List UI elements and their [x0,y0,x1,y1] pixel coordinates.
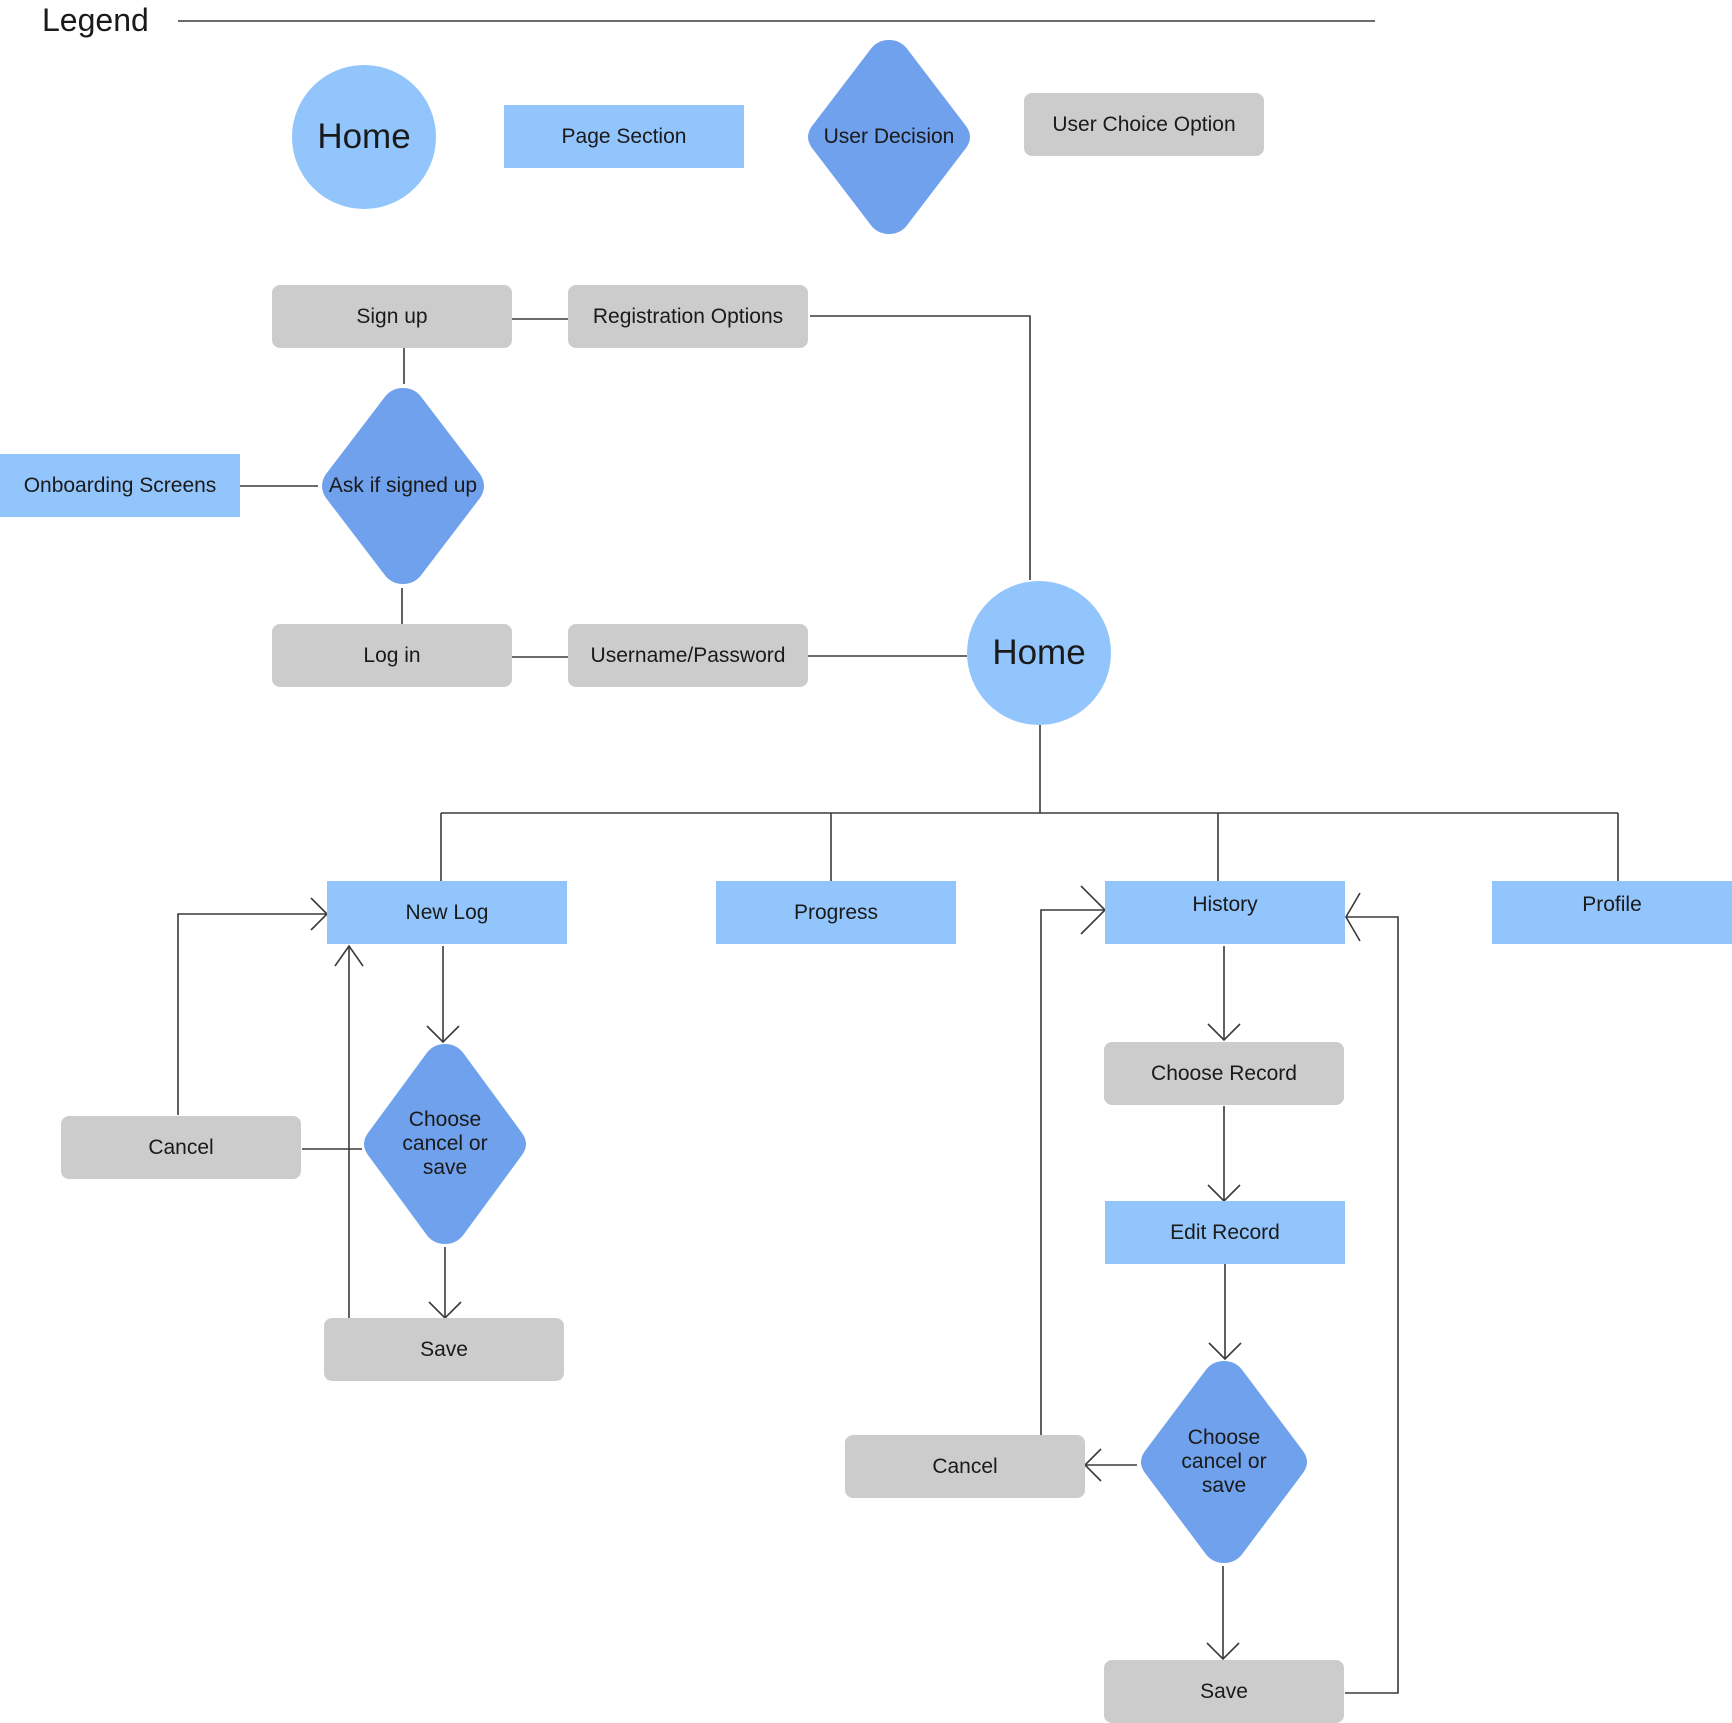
legend-title: Legend [42,2,149,38]
home-circle-node: Home [967,581,1111,725]
onboarding-screens-node: Onboarding Screens [0,454,240,517]
save-newlog-node: Save [324,1318,564,1381]
progress-node: Progress [716,881,956,944]
arrowhead-decision-save-history [1206,1642,1240,1661]
history-node: History [1105,881,1345,944]
username-password-node: Username/Password [568,624,808,687]
decision-diamond-shape [322,388,484,584]
decision-diamond-shape [808,40,970,234]
connector-registration-home [810,315,1031,580]
arrowhead-edit-decision [1208,1342,1242,1361]
save-history-node: Save [1104,1660,1344,1723]
new-log-node: New Log [327,881,567,944]
choose-record-node: Choose Record [1104,1042,1344,1105]
legend-user-choice-option: User Choice Option [1024,93,1264,156]
arrowhead-decision-cancel-history [1083,1448,1102,1482]
registration-options-node: Registration Options [568,285,808,348]
legend-page-section: Page Section [504,105,744,168]
choose-cancel-or-save-newlog-label: Choose cancel or save [402,1108,488,1179]
arrowhead-save-history [1345,892,1361,942]
log-in-node: Log in [272,624,512,687]
arrowhead-newlog-decision [426,1025,460,1044]
legend-user-decision-label: User Decision [823,125,955,148]
legend-user-decision: User Decision [804,34,974,240]
legend-home-circle: Home [292,65,436,209]
connector-cancel-history [1040,909,1105,1435]
edit-record-node: Edit Record [1105,1201,1345,1264]
choose-cancel-or-save-history-node: Choose cancel or save [1137,1358,1311,1566]
decision-diamond-shape [364,1044,526,1244]
choose-cancel-or-save-newlog-node: Choose cancel or save [360,1041,530,1247]
connector-cancel-newlog [177,913,327,1115]
connector-save-history [1345,916,1399,1694]
ask-if-signed-up-label: Ask if signed up [328,474,478,497]
arrowhead-history-choose [1207,1023,1241,1042]
decision-diamond-shape [1141,1361,1307,1563]
cancel-history-node: Cancel [845,1435,1085,1498]
cancel-newlog-node: Cancel [61,1116,301,1179]
sign-up-node: Sign up [272,285,512,348]
choose-cancel-or-save-history-label: Choose cancel or save [1181,1426,1267,1497]
arrowhead-save-newlog [334,944,364,967]
profile-node: Profile [1492,881,1732,944]
ask-if-signed-up-node: Ask if signed up [318,384,488,588]
